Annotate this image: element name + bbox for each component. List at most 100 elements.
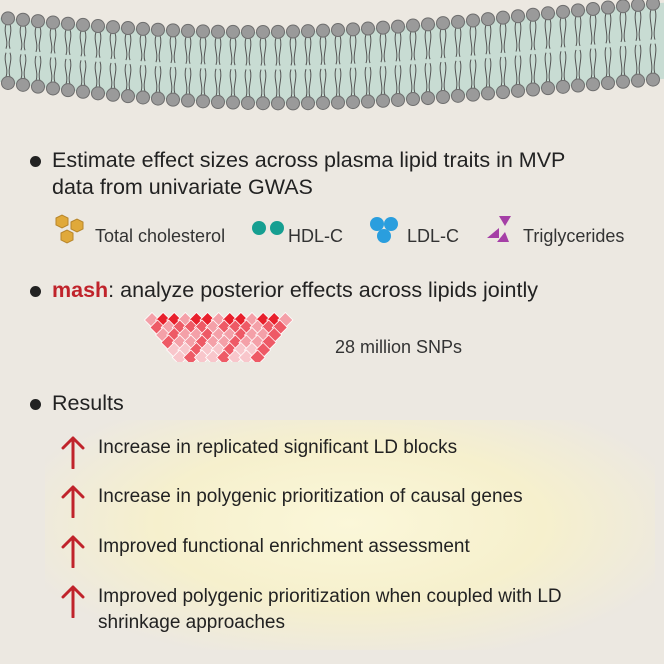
bullet-results-text: Results <box>52 391 124 415</box>
lipid-tail <box>649 9 657 40</box>
lipid-tail <box>484 24 492 55</box>
result-item: Increase in polygenic prioritization of … <box>60 484 618 518</box>
up-arrow-icon <box>61 485 85 518</box>
lipid-head <box>166 92 180 107</box>
result-item: Improved functional enrichment assessmen… <box>60 534 618 568</box>
lipid-tail <box>349 67 357 97</box>
lipid-head <box>151 22 165 37</box>
lipid-head <box>286 24 300 39</box>
legend-label: HDL-C <box>288 226 344 246</box>
lipid-tail <box>469 26 477 56</box>
lipid-head <box>436 16 450 31</box>
lipid-head <box>136 21 150 36</box>
lipid-tail <box>574 49 582 80</box>
lipid-head <box>376 20 390 35</box>
ld-cell <box>249 349 266 362</box>
lipid-head <box>631 0 645 12</box>
lipid-tail <box>274 37 282 66</box>
lipid-tail <box>19 54 27 80</box>
lipid-head <box>76 84 90 99</box>
lipid-head <box>496 10 510 25</box>
lipid-tail <box>349 35 357 64</box>
lipid-tail <box>94 31 102 58</box>
ld-cell <box>216 349 233 362</box>
lipid-head <box>496 85 510 100</box>
lipid-head <box>271 24 285 39</box>
lipid-head <box>196 94 210 109</box>
lipid-tail <box>4 52 12 78</box>
lipid-tail <box>409 31 417 61</box>
lipid-head <box>436 89 450 104</box>
lipid-tail <box>94 61 102 88</box>
legend-label: Total cholesterol <box>95 226 226 246</box>
lipid-head <box>406 92 420 107</box>
lipid-head <box>181 23 195 38</box>
lipid-tail <box>319 36 327 66</box>
lipid-head <box>466 13 480 28</box>
lipid-tail <box>199 68 207 96</box>
lipid-tail <box>169 36 177 64</box>
lipid-tail <box>589 48 597 79</box>
lipid-tail <box>529 53 537 84</box>
lipid-head <box>601 75 615 90</box>
lipid-head <box>526 7 540 22</box>
lipid-head <box>1 11 15 26</box>
lipid-tail <box>634 44 642 75</box>
bullet-dot <box>30 286 41 297</box>
lipid-head <box>46 81 60 96</box>
lipid-tail <box>394 32 402 62</box>
lipid-tail <box>289 69 297 98</box>
lipid-tail <box>259 69 267 98</box>
lipid-head <box>391 19 405 34</box>
lipid-tail <box>544 19 552 49</box>
lipid-tail <box>259 37 267 66</box>
lipid-head <box>331 23 345 38</box>
lipid-head <box>346 22 360 37</box>
lipid-head <box>106 87 120 102</box>
lipid-head <box>136 90 150 105</box>
lipid-tail <box>244 37 252 66</box>
lipid-tail <box>49 28 57 54</box>
lipid-head <box>121 89 135 104</box>
lipid-head <box>91 86 105 101</box>
lipid-head <box>226 95 240 110</box>
lipid-head <box>376 93 390 108</box>
lipid-head <box>421 91 435 106</box>
lipid-head <box>556 79 570 94</box>
result-text: Improved polygenic prioritization when c… <box>98 586 562 633</box>
lipid-tail <box>619 12 627 43</box>
lipid-head <box>316 95 330 110</box>
ld-cell <box>238 349 255 362</box>
bullet-dot <box>30 156 41 167</box>
lipid-head <box>91 19 105 34</box>
lipid-tail <box>499 23 507 54</box>
result-item: Improved polygenic prioritization when c… <box>60 584 618 636</box>
lipid-tail <box>229 69 237 97</box>
lipid-tail <box>304 69 312 98</box>
ld-heatmap-triangle <box>143 312 294 362</box>
lipid-head <box>16 77 30 92</box>
bullet-estimate: Estimate effect sizes across plasma lipi… <box>30 147 612 201</box>
lipid-tail <box>439 28 447 59</box>
lipid-tail <box>139 34 147 62</box>
lipid-head <box>151 91 165 106</box>
membrane-band <box>0 2 664 104</box>
lipid-tail <box>64 29 72 56</box>
lipid-tail <box>469 59 477 89</box>
lipid-tail <box>214 68 222 97</box>
lipid-tail <box>334 68 342 97</box>
lipid-head <box>286 96 300 111</box>
lipid-head <box>616 0 630 14</box>
lipid-head <box>361 94 375 109</box>
lipid-tail <box>184 36 192 64</box>
lipid-head <box>316 23 330 38</box>
lipid-head <box>466 87 480 102</box>
lipid-head <box>16 12 30 27</box>
lipid-head <box>121 21 135 36</box>
bullet-mash-text: mash: analyze posterior effects across l… <box>52 277 538 304</box>
lipid-tail <box>214 37 222 66</box>
lipid-head <box>406 18 420 33</box>
blue-dots-icon <box>370 217 398 243</box>
lipid-bilayer-illustration <box>0 0 664 111</box>
lipid-tail <box>559 51 567 82</box>
